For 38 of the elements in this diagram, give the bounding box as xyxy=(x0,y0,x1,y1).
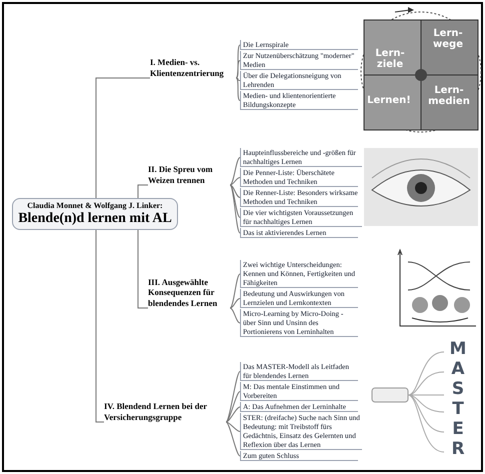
connector-line xyxy=(236,78,240,101)
central-topic-box xyxy=(12,198,178,230)
connector-line xyxy=(138,230,148,308)
connector-line xyxy=(226,371,240,422)
branch-topic: IV. Blendend Lernen bei der Versicherungsgruppe xyxy=(104,400,226,422)
model-letter: S xyxy=(450,380,466,399)
connector-line xyxy=(226,406,240,422)
connector-line xyxy=(230,298,240,308)
connector-line xyxy=(236,60,240,78)
connector-line xyxy=(230,184,240,198)
connector-line xyxy=(236,78,240,81)
branch-topic: III. Ausgewählte Konsequenzen für blendendes Lernen xyxy=(148,272,230,308)
branch-topic: II. Die Spreu vom Weizen trennen xyxy=(148,164,230,185)
model-letter: R xyxy=(450,440,466,459)
connector-line xyxy=(230,274,240,308)
connector-line xyxy=(226,391,240,422)
connector-line xyxy=(96,78,150,198)
connector-line xyxy=(138,184,148,198)
connector-line xyxy=(226,422,240,432)
connector-line xyxy=(230,308,240,324)
connector-line xyxy=(230,184,240,218)
connector-line xyxy=(230,157,240,186)
connector-line xyxy=(96,230,104,422)
connector-line xyxy=(226,422,240,456)
connector-line xyxy=(230,177,240,186)
puzzle-piece-label: Lern-ziele xyxy=(374,48,406,70)
author-line: Claudia Monnet & Wolfgang J. Linker: xyxy=(27,201,163,211)
model-letter: E xyxy=(451,420,465,439)
model-letter: T xyxy=(451,400,465,419)
model-letter: M xyxy=(448,340,468,359)
puzzle-piece-label: Lern-wege xyxy=(432,28,464,50)
puzzle-piece-label: Lern-medien xyxy=(427,85,471,107)
puzzle-piece-label: Lernen! xyxy=(366,95,412,106)
branch-topic: I. Medien- vs. Klientenzentrierung xyxy=(150,57,236,78)
main-title: Blende(n)d lernen mit AL xyxy=(18,211,172,227)
connector-line xyxy=(230,184,240,234)
model-letter: A xyxy=(450,360,466,379)
connector-line xyxy=(236,44,240,78)
